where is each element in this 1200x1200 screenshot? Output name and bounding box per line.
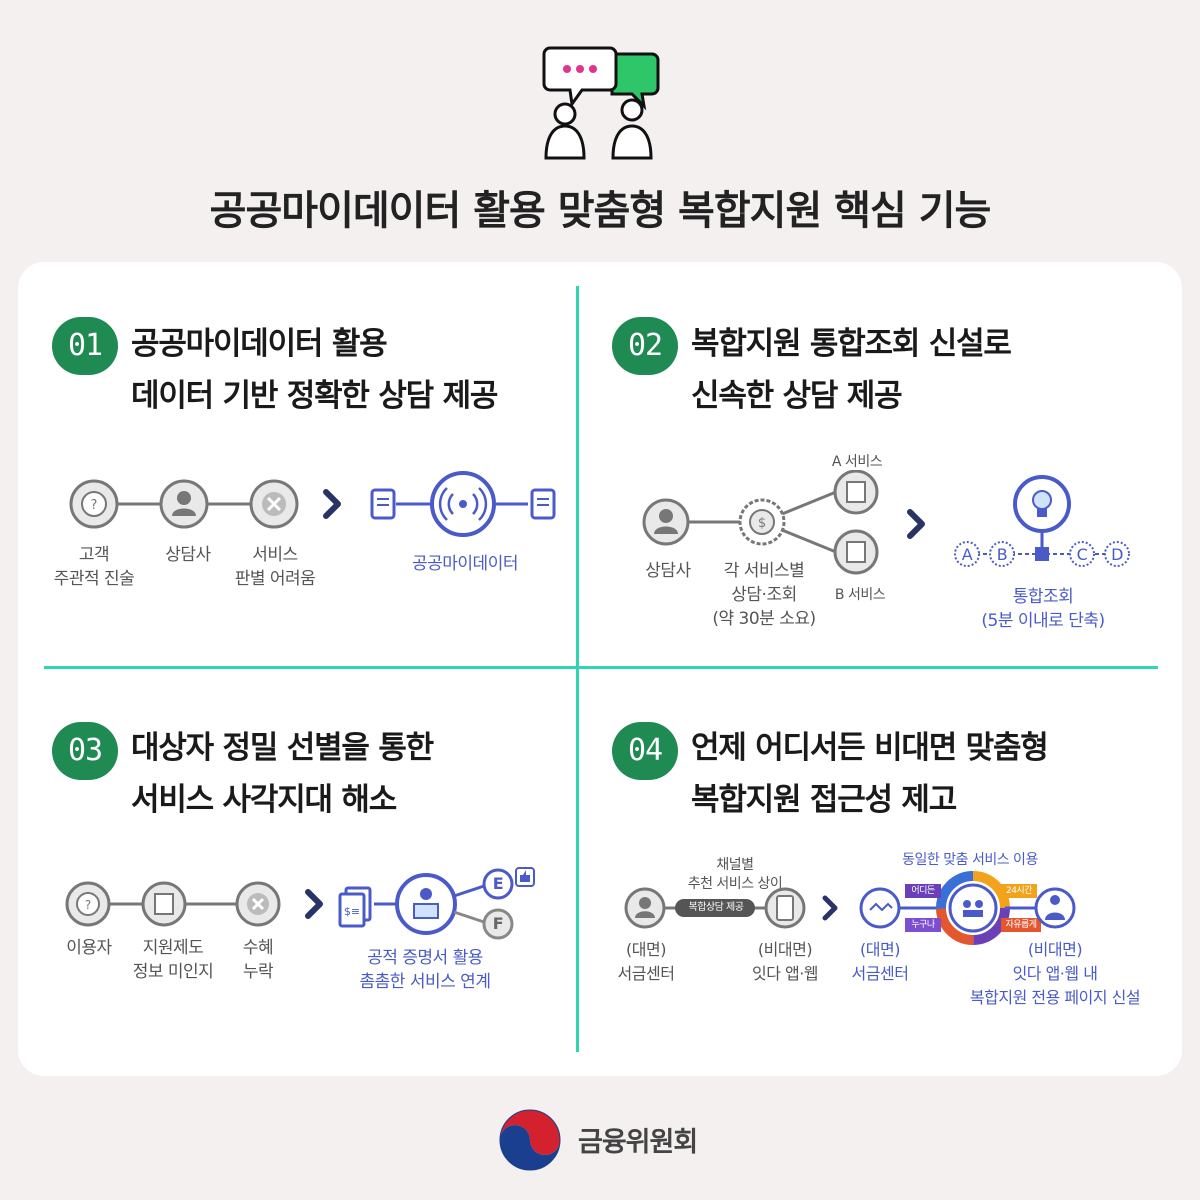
node-d: D <box>1111 545 1123 564</box>
vertical-divider <box>576 286 579 1052</box>
tag-anywhere <box>905 884 941 898</box>
section-02-badge: 02 <box>612 317 678 375</box>
user-icon: ? <box>65 881 111 927</box>
section-04-title: 언제 어디서든 비대면 맞춤형 복합지원 접근성 제고 <box>691 730 1049 818</box>
letter-e: E <box>492 874 504 893</box>
handshake-icon <box>859 887 901 929</box>
coin-gear-icon: $ <box>738 498 786 546</box>
right-nonface-label: (비대면) 잇다 앱·웹 내 복합지원 전용 페이지 신설 <box>969 940 1141 1007</box>
person-reading-icon <box>395 873 457 935</box>
arrow-right-icon <box>305 889 323 919</box>
svg-text:?: ? <box>85 898 91 912</box>
document-icon <box>530 488 556 520</box>
taegeuk-icon <box>499 1109 561 1171</box>
counselor-icon <box>159 479 209 529</box>
ring-tag-anywhere: 어디든 <box>911 886 935 896</box>
section-04-badge: 04 <box>612 722 678 780</box>
svg-text:$≡: $≡ <box>344 905 360 918</box>
horizontal-divider <box>44 666 1158 669</box>
section-03-diagram: ? $≡ <box>65 867 535 940</box>
node-b: B <box>996 545 1008 564</box>
left-face-label: (대면)서금센터 <box>617 940 675 983</box>
lightbulb-icon <box>1013 475 1071 533</box>
mobile-app-icon <box>764 887 806 929</box>
node-c: C <box>1076 545 1088 564</box>
mydata-signal-icon <box>430 471 496 537</box>
arrow-right-icon <box>907 509 925 539</box>
counselor-icon <box>642 498 690 546</box>
integrated-label: 통합조회(5분 이내로 단축) <box>981 587 1105 631</box>
certificate-icon: $≡ <box>338 886 372 928</box>
consult-pill <box>675 899 755 917</box>
service-b-icon <box>833 529 879 575</box>
counselor-label: 상담사 <box>165 545 211 565</box>
node-a: A <box>961 545 973 564</box>
left-nonface-label: (비대면)잇다 앱·웹 <box>751 940 819 983</box>
each-service-label: 각 서비스별 상담·조회 (약 30분 소요) <box>712 561 816 629</box>
org-name: 금융위원회 <box>578 1127 698 1158</box>
a-service-label: A 서비스 <box>831 454 883 470</box>
consult-pill-label: 복합상담 제공 <box>688 902 744 913</box>
page-title: 공공마이데이터 활용 맞춤형 복합지원 핵심 기능 <box>209 188 992 234</box>
mydata-label: 공공마이데이터 <box>412 554 518 574</box>
section-04-diagram <box>624 871 1076 945</box>
arrow-right-icon <box>323 489 341 519</box>
section-02-title: 복합지원 통합조회 신설로 신속한 상담 제공 <box>691 326 1012 414</box>
section-01-title: 공공마이데이터 활용 데이터 기반 정확한 상담 제공 <box>131 326 498 414</box>
section-03-badge: 03 <box>52 722 118 780</box>
chat-people-icon <box>542 46 660 160</box>
tag-24h <box>1001 884 1037 898</box>
counselor-label: 상담사 <box>645 561 691 581</box>
ring-tag-24h: 24시간 <box>1005 886 1033 896</box>
tag-anyone <box>905 918 941 932</box>
customer-icon: ? <box>69 479 119 529</box>
x-circle-icon <box>249 479 299 529</box>
tag-freely <box>1001 918 1041 932</box>
same-service-label: 동일한 맞춤 서비스 이용 <box>902 852 1038 868</box>
svg-text:?: ? <box>91 498 98 513</box>
ring-tag-freely: 자유롭게 <box>1005 920 1037 930</box>
arrow-right-icon <box>822 895 838 921</box>
section-03-title: 대상자 정밀 선별을 통한 서비스 사각지대 해소 <box>131 730 434 818</box>
document-icon <box>370 488 396 520</box>
svg-text:$: $ <box>758 516 766 531</box>
right-face-label: (대면)서금센터 <box>851 940 909 983</box>
section-01-badge: 01 <box>52 317 118 375</box>
section-02-diagram: $ <box>642 470 1130 575</box>
counselor-icon <box>624 887 666 929</box>
b-service-label: B 서비스 <box>834 587 886 603</box>
section-01-diagram: ? <box>69 471 556 537</box>
list-icon <box>141 881 187 927</box>
service-ring-icon <box>936 871 1010 945</box>
service-a-icon <box>833 470 879 515</box>
person-icon <box>1034 887 1076 929</box>
ring-tag-anyone: 누구나 <box>911 920 935 930</box>
thumbs-up-icon <box>515 867 535 887</box>
letter-f: F <box>492 914 504 933</box>
user-label: 이용자 <box>66 938 112 958</box>
x-circle-icon <box>235 881 281 927</box>
